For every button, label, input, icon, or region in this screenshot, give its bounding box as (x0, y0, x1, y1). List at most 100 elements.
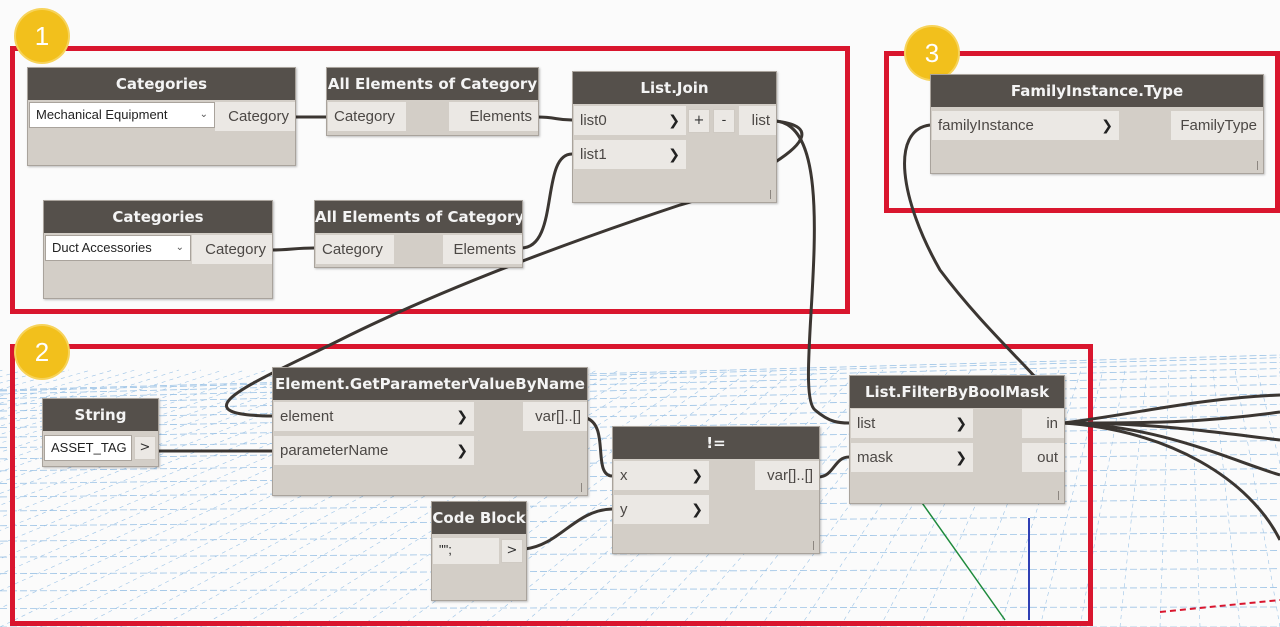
add-input-button[interactable]: + (688, 109, 710, 133)
dropdown-value: Duct Accessories (52, 240, 152, 255)
output-port-category[interactable]: Category (215, 102, 295, 132)
category-dropdown[interactable]: Duct Accessories ⌄ (45, 235, 191, 261)
node-code-block[interactable]: Code Block ""; > (431, 501, 527, 601)
node-all-elements-of-category-1[interactable]: All Elements of Category Category Elemen… (326, 67, 539, 136)
grid-line (1190, 369, 1201, 627)
category-dropdown[interactable]: Mechanical Equipment ⌄ (29, 102, 215, 128)
chevron-right-icon: ❯ (691, 468, 703, 484)
node-list-join[interactable]: List.Join list0 ❯ list1 ❯ + - list (572, 71, 777, 203)
resize-handle[interactable] (1257, 161, 1258, 170)
chevron-down-icon: ⌄ (175, 242, 184, 253)
grid-line (1159, 369, 1170, 627)
input-port-element[interactable]: element ❯ (274, 402, 474, 432)
node-string[interactable]: String ASSET_TAG > (42, 398, 159, 467)
code-editor[interactable]: ""; (433, 538, 499, 564)
grid-line (1079, 369, 1126, 627)
input-port-familyinstance[interactable]: familyInstance ❯ (932, 111, 1119, 141)
group-box-3[interactable] (884, 51, 1280, 213)
x-axis-line (1159, 599, 1280, 613)
input-port-category[interactable]: Category (328, 102, 406, 132)
port-label: element (280, 408, 334, 425)
grid-line (439, 369, 774, 627)
output-port-out[interactable]: out (1022, 443, 1064, 473)
input-port-mask[interactable]: mask ❯ (851, 443, 973, 473)
wire-list-to-filter-list (774, 119, 850, 425)
chevron-right-icon: ❯ (955, 416, 967, 432)
grid-line (0, 568, 1280, 575)
node-title: List.FilterByBoolMask (850, 376, 1064, 408)
group-box-1[interactable] (10, 46, 850, 314)
input-port-category[interactable]: Category (316, 235, 394, 265)
node-title: Element.GetParameterValueByName (273, 368, 587, 400)
grid-line (359, 369, 730, 627)
node-all-elements-of-category-2[interactable]: All Elements of Category Category Elemen… (314, 200, 523, 268)
chevron-right-icon: ❯ (1101, 118, 1113, 134)
grid-line (0, 369, 378, 518)
grid-line (519, 369, 818, 627)
input-port-y[interactable]: y ❯ (614, 495, 709, 525)
port-label: parameterName (280, 442, 389, 459)
group-box-2[interactable] (10, 344, 1093, 626)
grid-line (0, 361, 1280, 395)
grid-line (1119, 369, 1148, 627)
output-port-code[interactable]: > (501, 539, 523, 563)
grid-line (0, 587, 1280, 592)
resize-handle[interactable] (1058, 491, 1059, 500)
output-port-category[interactable]: Category (192, 235, 272, 265)
input-port-list0[interactable]: list0 ❯ (574, 106, 686, 136)
grid-line (0, 357, 1280, 392)
output-port-list[interactable]: list (739, 106, 776, 136)
output-port-string[interactable]: > (134, 436, 156, 460)
node-not-equal[interactable]: != x ❯ y ❯ var[]..[] (612, 426, 820, 554)
string-value-input[interactable]: ASSET_TAG (44, 435, 132, 461)
output-port-var[interactable]: var[]..[] (755, 461, 819, 491)
node-filter-by-bool-mask[interactable]: List.FilterByBoolMask list ❯ mask ❯ in o… (849, 375, 1065, 504)
chevron-right-icon: ❯ (456, 409, 468, 425)
group-badge-3: 3 (906, 27, 958, 79)
wire-codeblock-to-y (524, 507, 613, 551)
grid-line (0, 384, 1280, 412)
node-get-parameter-value-by-name[interactable]: Element.GetParameterValueByName element … (272, 367, 588, 496)
input-port-parametername[interactable]: parameterName ❯ (274, 436, 474, 466)
grid-line (0, 369, 400, 531)
output-port-var[interactable]: var[]..[] (523, 402, 587, 432)
wire-getparam-to-x (585, 416, 613, 478)
y-axis-line (919, 499, 1006, 621)
node-categories-1[interactable]: Categories Mechanical Equipment ⌄ Catego… (27, 67, 296, 166)
port-label: y (620, 501, 628, 518)
node-title: Code Block (432, 502, 526, 534)
node-categories-2[interactable]: Categories Duct Accessories ⌄ Category (43, 200, 273, 299)
chevron-right-icon: ❯ (668, 113, 680, 129)
node-title: String (43, 399, 158, 431)
node-title: Categories (28, 68, 295, 100)
resize-handle[interactable] (770, 190, 771, 199)
grid-line (1234, 369, 1280, 627)
output-port-elements[interactable]: Elements (449, 102, 538, 132)
port-label: familyInstance (938, 117, 1034, 134)
output-port-familytype[interactable]: FamilyType (1171, 111, 1263, 141)
node-title: Categories (44, 201, 272, 233)
chevron-right-icon: ❯ (456, 443, 468, 459)
input-port-list1[interactable]: list1 ❯ (574, 140, 686, 170)
group-badge-2: 2 (16, 326, 68, 378)
resize-handle[interactable] (581, 483, 582, 492)
node-familyinstance-type[interactable]: FamilyInstance.Type familyInstance ❯ Fam… (930, 74, 1264, 174)
grid-line (0, 354, 1280, 391)
remove-input-button[interactable]: - (713, 109, 735, 133)
port-label: list1 (580, 146, 607, 163)
output-port-elements[interactable]: Elements (443, 235, 522, 265)
output-port-in[interactable]: in (1022, 409, 1064, 439)
input-port-list[interactable]: list ❯ (851, 409, 973, 439)
grid-line (239, 369, 664, 627)
port-label: list0 (580, 112, 607, 129)
dropdown-value: Mechanical Equipment (36, 107, 168, 122)
port-label: mask (857, 449, 893, 466)
wire-fan-out-4 (1062, 421, 1280, 541)
input-port-x[interactable]: x ❯ (614, 461, 709, 491)
node-title: All Elements of Category (315, 201, 522, 233)
grid-line (0, 606, 1280, 610)
resize-handle[interactable] (813, 541, 814, 550)
grid-line (0, 368, 1280, 399)
chevron-right-icon: ❯ (691, 502, 703, 518)
